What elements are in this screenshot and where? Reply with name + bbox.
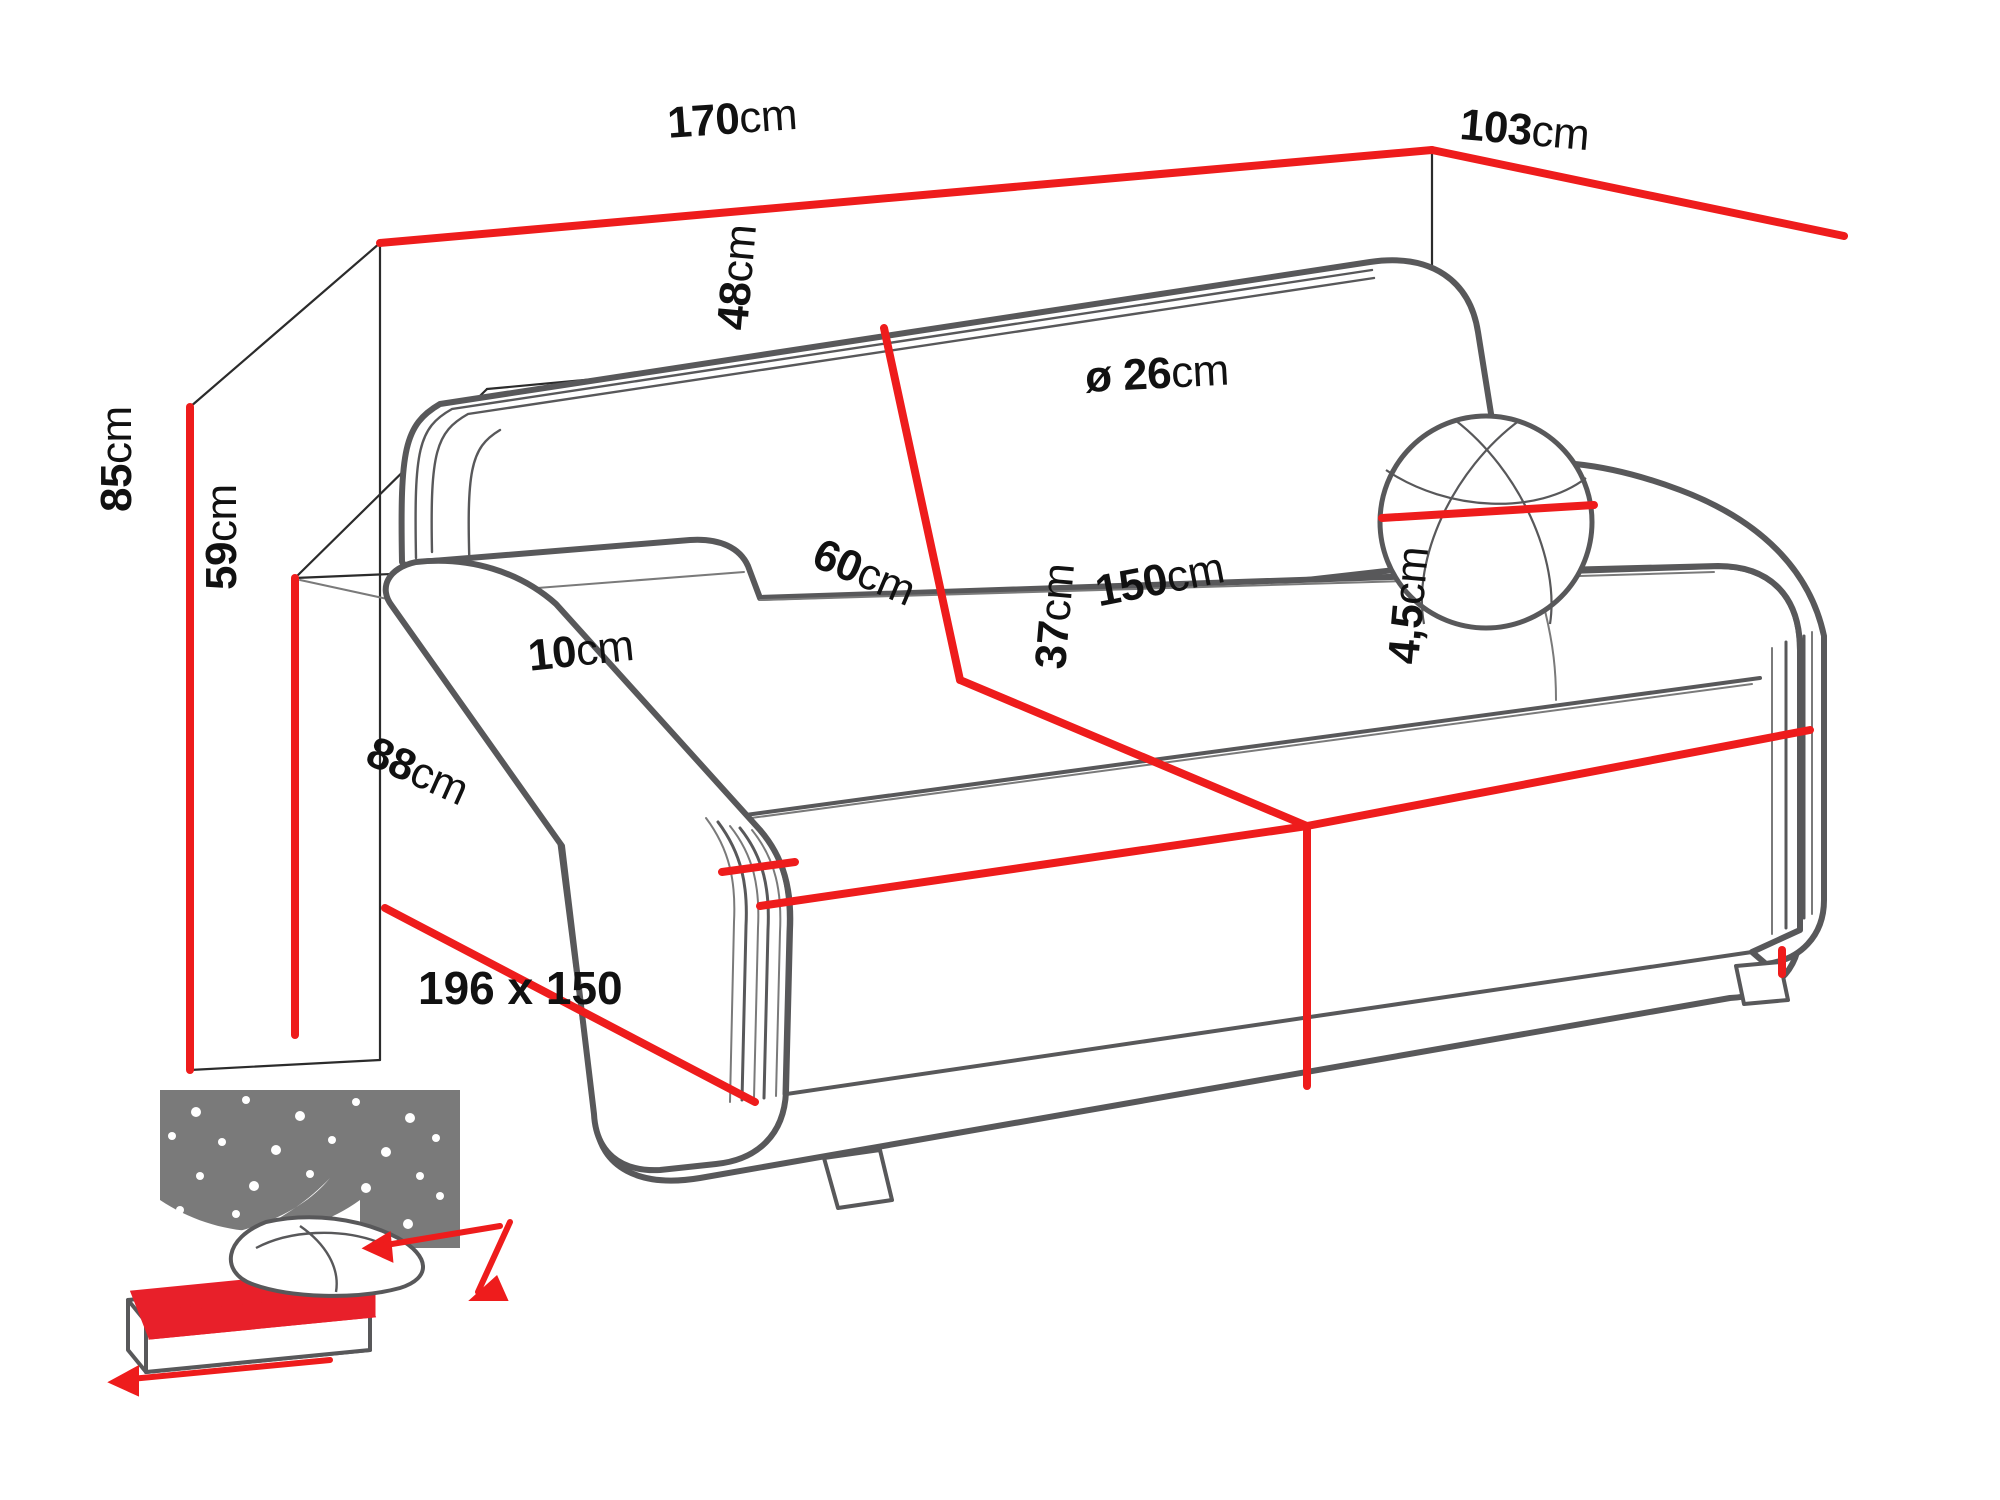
dim-unit-armrest-width: cm [573,620,636,676]
arrow-short-side [117,1357,333,1383]
dim-value-total-height: 85 [92,464,141,512]
arrow-depth [475,1219,513,1295]
dim-label-bolster-diameter: ø 26cm [1083,345,1230,402]
dim-label-backrest-cushion: 48cm [708,222,767,333]
dim-unit-total-width: cm [737,89,799,143]
dim-label-seat-height: 37cm [1026,561,1085,672]
dimension-lines [186,146,1848,1106]
dim-line-88 [381,904,759,1106]
dim-line-48 [880,324,964,684]
sleeping-area-icon [107,1090,513,1397]
sofa-feet [822,960,1790,1210]
dim-unit-backrest-height: cm [197,484,246,543]
dim-value-total-width: 170 [665,93,741,148]
dim-value-seat-height: 37 [1026,618,1080,672]
dim-label-total-height: 85cm [92,406,141,512]
dim-value-total-depth: 103 [1457,100,1534,156]
backrest-seam-lines [414,268,1376,582]
dim-value-backrest-cushion: 48 [708,279,762,333]
dim-unit-backrest-cushion: cm [712,222,767,285]
dim-label-total-width: 170cm [665,89,799,148]
dim-line-10 [718,858,799,876]
dim-line-seat-front [756,822,1311,910]
dim-unit-total-height: cm [92,406,141,465]
pillow [228,1215,425,1298]
dim-line-26 [1378,501,1598,522]
sofa-left-armrest [382,557,794,1174]
arrow-long-side [377,1223,503,1249]
dim-line-60 [956,676,1311,830]
dim-unit-leg-height: cm [1384,544,1439,607]
dim-line-170 [376,146,1436,247]
dim-label-armrest-width: 10cm [525,620,636,681]
sleeping-area-label: 196 x 150 [418,962,623,1014]
blanket-starfield [160,1090,460,1248]
dim-unit-seat-height: cm [1030,561,1085,624]
dim-unit-bolster-diameter: cm [1169,345,1230,398]
dim-line-103 [1428,146,1848,240]
dim-value-leg-height: 4,5 [1379,602,1434,667]
dim-value-bolster-diameter: ø 26 [1083,348,1173,402]
dim-value-armrest-width: 10 [525,627,579,681]
dim-label-leg-height: 4,5cm [1379,544,1439,667]
bolster-cushion [1377,413,1595,631]
dim-unit-total-depth: cm [1529,106,1592,161]
right-armrest-seams [1784,634,1806,930]
dim-value-backrest-height: 59 [197,542,246,590]
dim-label-backrest-height: 59cm [197,484,246,590]
left-armrest-seams [716,820,790,1102]
dim-label-total-depth: 103cm [1457,100,1592,161]
dim-line-150 [1303,726,1814,830]
